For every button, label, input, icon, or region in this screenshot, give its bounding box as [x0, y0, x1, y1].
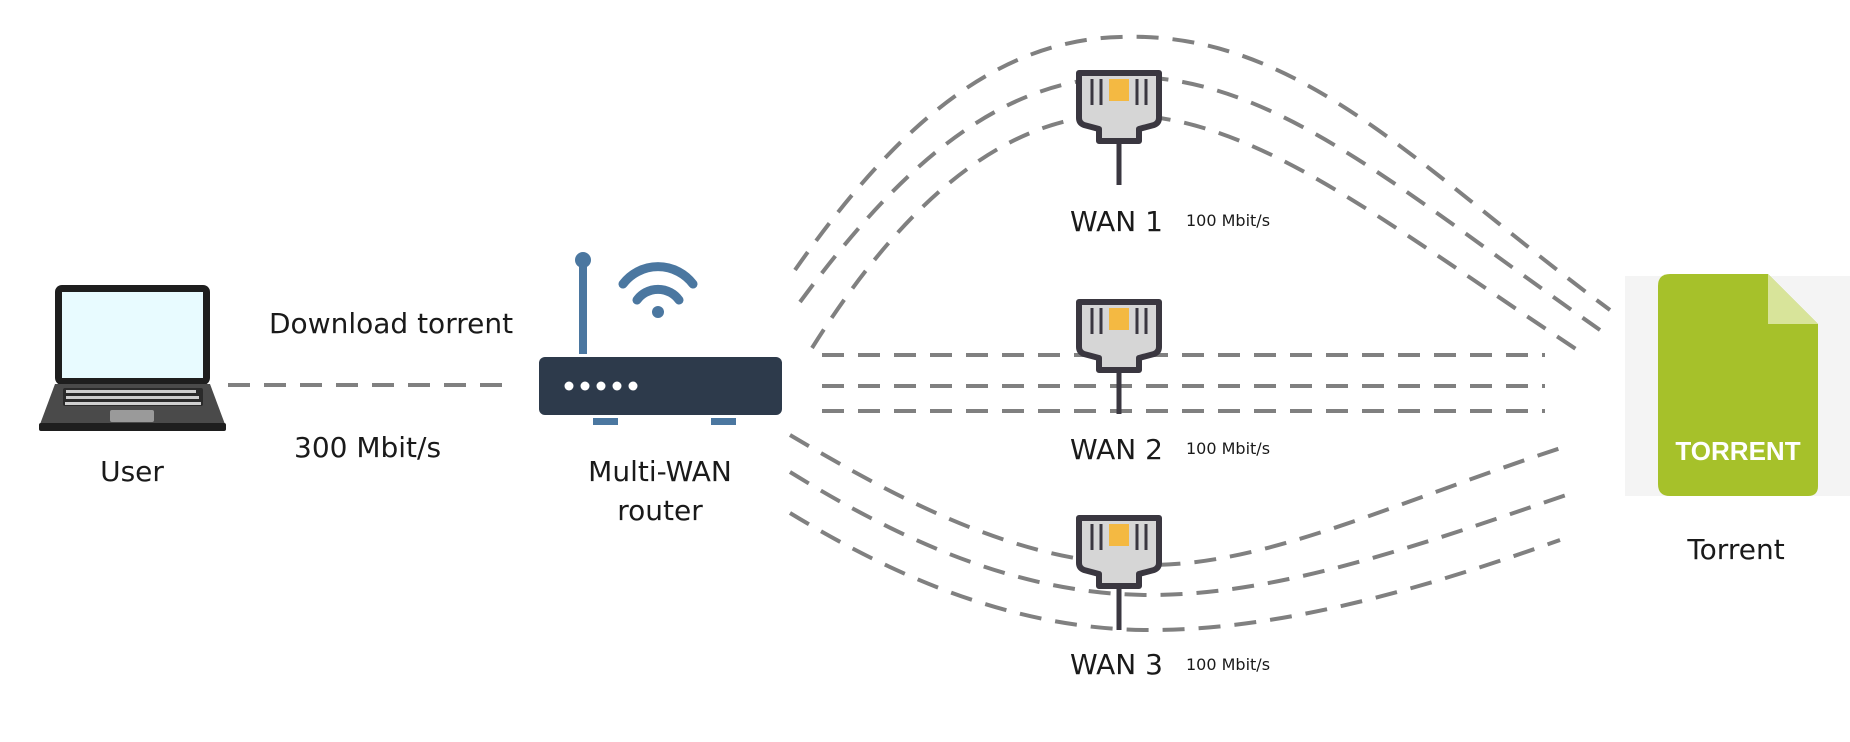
torrent-file-icon	[1625, 274, 1850, 496]
torrent-label: Torrent	[1687, 533, 1785, 566]
router-icon	[539, 252, 782, 425]
wan1-speed: 100 Mbit/s	[1186, 211, 1271, 230]
wan3-speed: 100 Mbit/s	[1186, 655, 1271, 674]
ethernet-plug-icon-wan3	[1076, 515, 1162, 630]
wan3-path-bottom	[788, 511, 1561, 633]
wan1-label: WAN 1	[1070, 205, 1163, 238]
link-speed-label: 300 Mbit/s	[294, 431, 442, 464]
router-label-line1: Multi-WAN	[588, 455, 732, 488]
wan3-path-top	[788, 433, 1571, 568]
torrent-file-text: TORRENT	[1675, 436, 1801, 466]
wan1-path-outer	[793, 34, 1612, 312]
link-top-label: Download torrent	[269, 307, 514, 340]
router-label-line2: router	[617, 494, 703, 527]
wan2-label: WAN 2	[1070, 433, 1163, 466]
laptop-icon	[39, 285, 226, 431]
wan3-path-middle	[788, 470, 1576, 598]
wan1-path-middle	[798, 74, 1602, 332]
ethernet-plug-icon-wan2	[1076, 299, 1162, 414]
ethernet-plug-icon-wan1	[1076, 70, 1162, 185]
wan2-speed: 100 Mbit/s	[1186, 439, 1271, 458]
user-label: User	[100, 455, 164, 488]
wan3-label: WAN 3	[1070, 648, 1163, 681]
